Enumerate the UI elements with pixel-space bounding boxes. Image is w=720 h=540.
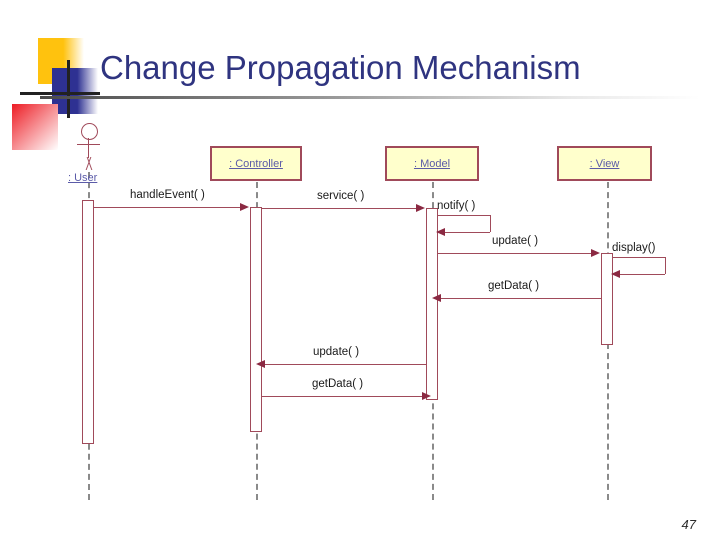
message-arrowhead-update-view — [591, 249, 600, 257]
message-line-notify-top — [438, 215, 490, 216]
page-title: Change Propagation Mechanism — [100, 49, 581, 86]
decoration-cross-horizontal — [20, 92, 100, 95]
page-number: 47 — [681, 517, 696, 532]
object-label-model: : Model — [413, 157, 451, 170]
object-label-controller: : Controller — [229, 157, 283, 170]
object-box-model[interactable]: : Model — [385, 146, 479, 181]
activation-bar-user — [82, 200, 94, 444]
message-line-display-bottom — [620, 274, 665, 275]
message-line-service — [262, 208, 418, 209]
object-label-view: : View — [589, 157, 620, 170]
message-arrowhead-update-controller — [256, 360, 265, 368]
message-label-handleevent: handleEvent( ) — [130, 189, 205, 201]
sequence-diagram: : User : Controller : Model : View handl… — [0, 110, 720, 510]
message-label-display: display() — [612, 242, 656, 254]
actor-arms-icon — [77, 144, 100, 145]
message-line-getdata-controller — [262, 396, 424, 397]
message-label-getdata-controller: getData( ) — [312, 378, 364, 390]
message-line-getdata-view — [440, 298, 601, 299]
message-line-notify-right — [490, 215, 491, 232]
title-underline-rule — [40, 96, 700, 99]
activation-bar-controller — [250, 207, 262, 432]
message-arrowhead-handleevent — [240, 203, 249, 211]
activation-bar-model — [426, 208, 438, 400]
message-label-service: service( ) — [317, 190, 365, 202]
message-line-notify-bottom — [445, 232, 490, 233]
message-line-display-top — [613, 257, 665, 258]
object-box-view[interactable]: : View — [557, 146, 652, 181]
message-arrowhead-getdata-view — [432, 294, 441, 302]
actor-head-icon — [81, 123, 98, 140]
message-label-notify: notify( ) — [437, 200, 476, 212]
message-label-update-view: update( ) — [492, 235, 539, 247]
message-label-getdata-view: getData( ) — [488, 280, 540, 292]
decoration-cross-vertical — [67, 60, 70, 118]
message-label-update-controller: update( ) — [313, 346, 360, 358]
message-arrowhead-notify — [436, 228, 445, 236]
object-box-controller[interactable]: : Controller — [210, 146, 302, 181]
message-line-update-view — [438, 253, 593, 254]
actor-label-user: : User — [68, 172, 98, 184]
message-arrowhead-display — [611, 270, 620, 278]
actor-user — [76, 123, 102, 171]
message-arrowhead-service — [416, 204, 425, 212]
message-line-handleevent — [94, 207, 242, 208]
decoration-blue-square — [52, 68, 98, 114]
decoration-red-square — [12, 104, 58, 150]
activation-bar-view — [601, 253, 613, 345]
message-line-update-controller — [264, 364, 426, 365]
actor-body-icon — [88, 138, 89, 158]
message-line-display-right — [665, 257, 666, 274]
message-arrowhead-getdata-controller — [422, 392, 431, 400]
